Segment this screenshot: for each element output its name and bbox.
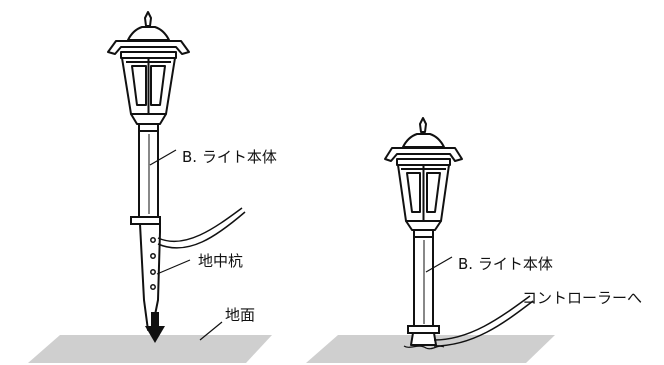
left-lamp-head bbox=[107, 11, 190, 132]
right-base-mount bbox=[410, 332, 437, 346]
right-light-body-label: B. ライト本体 bbox=[458, 255, 553, 273]
right-collar bbox=[407, 325, 440, 334]
left-cable bbox=[157, 207, 246, 249]
left-ground-plane bbox=[28, 335, 272, 363]
arrow-down-icon bbox=[145, 312, 165, 343]
ground-leader bbox=[199, 321, 223, 341]
left-installation-figure: B. ライト本体 地中杭 地面 bbox=[28, 11, 277, 363]
right-cable bbox=[433, 295, 534, 347]
left-light-body-leader bbox=[149, 149, 177, 166]
ground-label: 地面 bbox=[225, 306, 255, 324]
stake-leader bbox=[156, 259, 191, 275]
left-light-body-label: B. ライト本体 bbox=[182, 148, 277, 166]
to-controller-label: コントローラーへ bbox=[522, 289, 642, 307]
stake-label: 地中杭 bbox=[198, 252, 243, 270]
right-installation-figure: B. ライト本体 コントローラーへ bbox=[306, 117, 642, 363]
right-lamp-head bbox=[384, 117, 463, 238]
left-collar bbox=[130, 216, 161, 225]
right-light-body-leader bbox=[425, 256, 453, 273]
